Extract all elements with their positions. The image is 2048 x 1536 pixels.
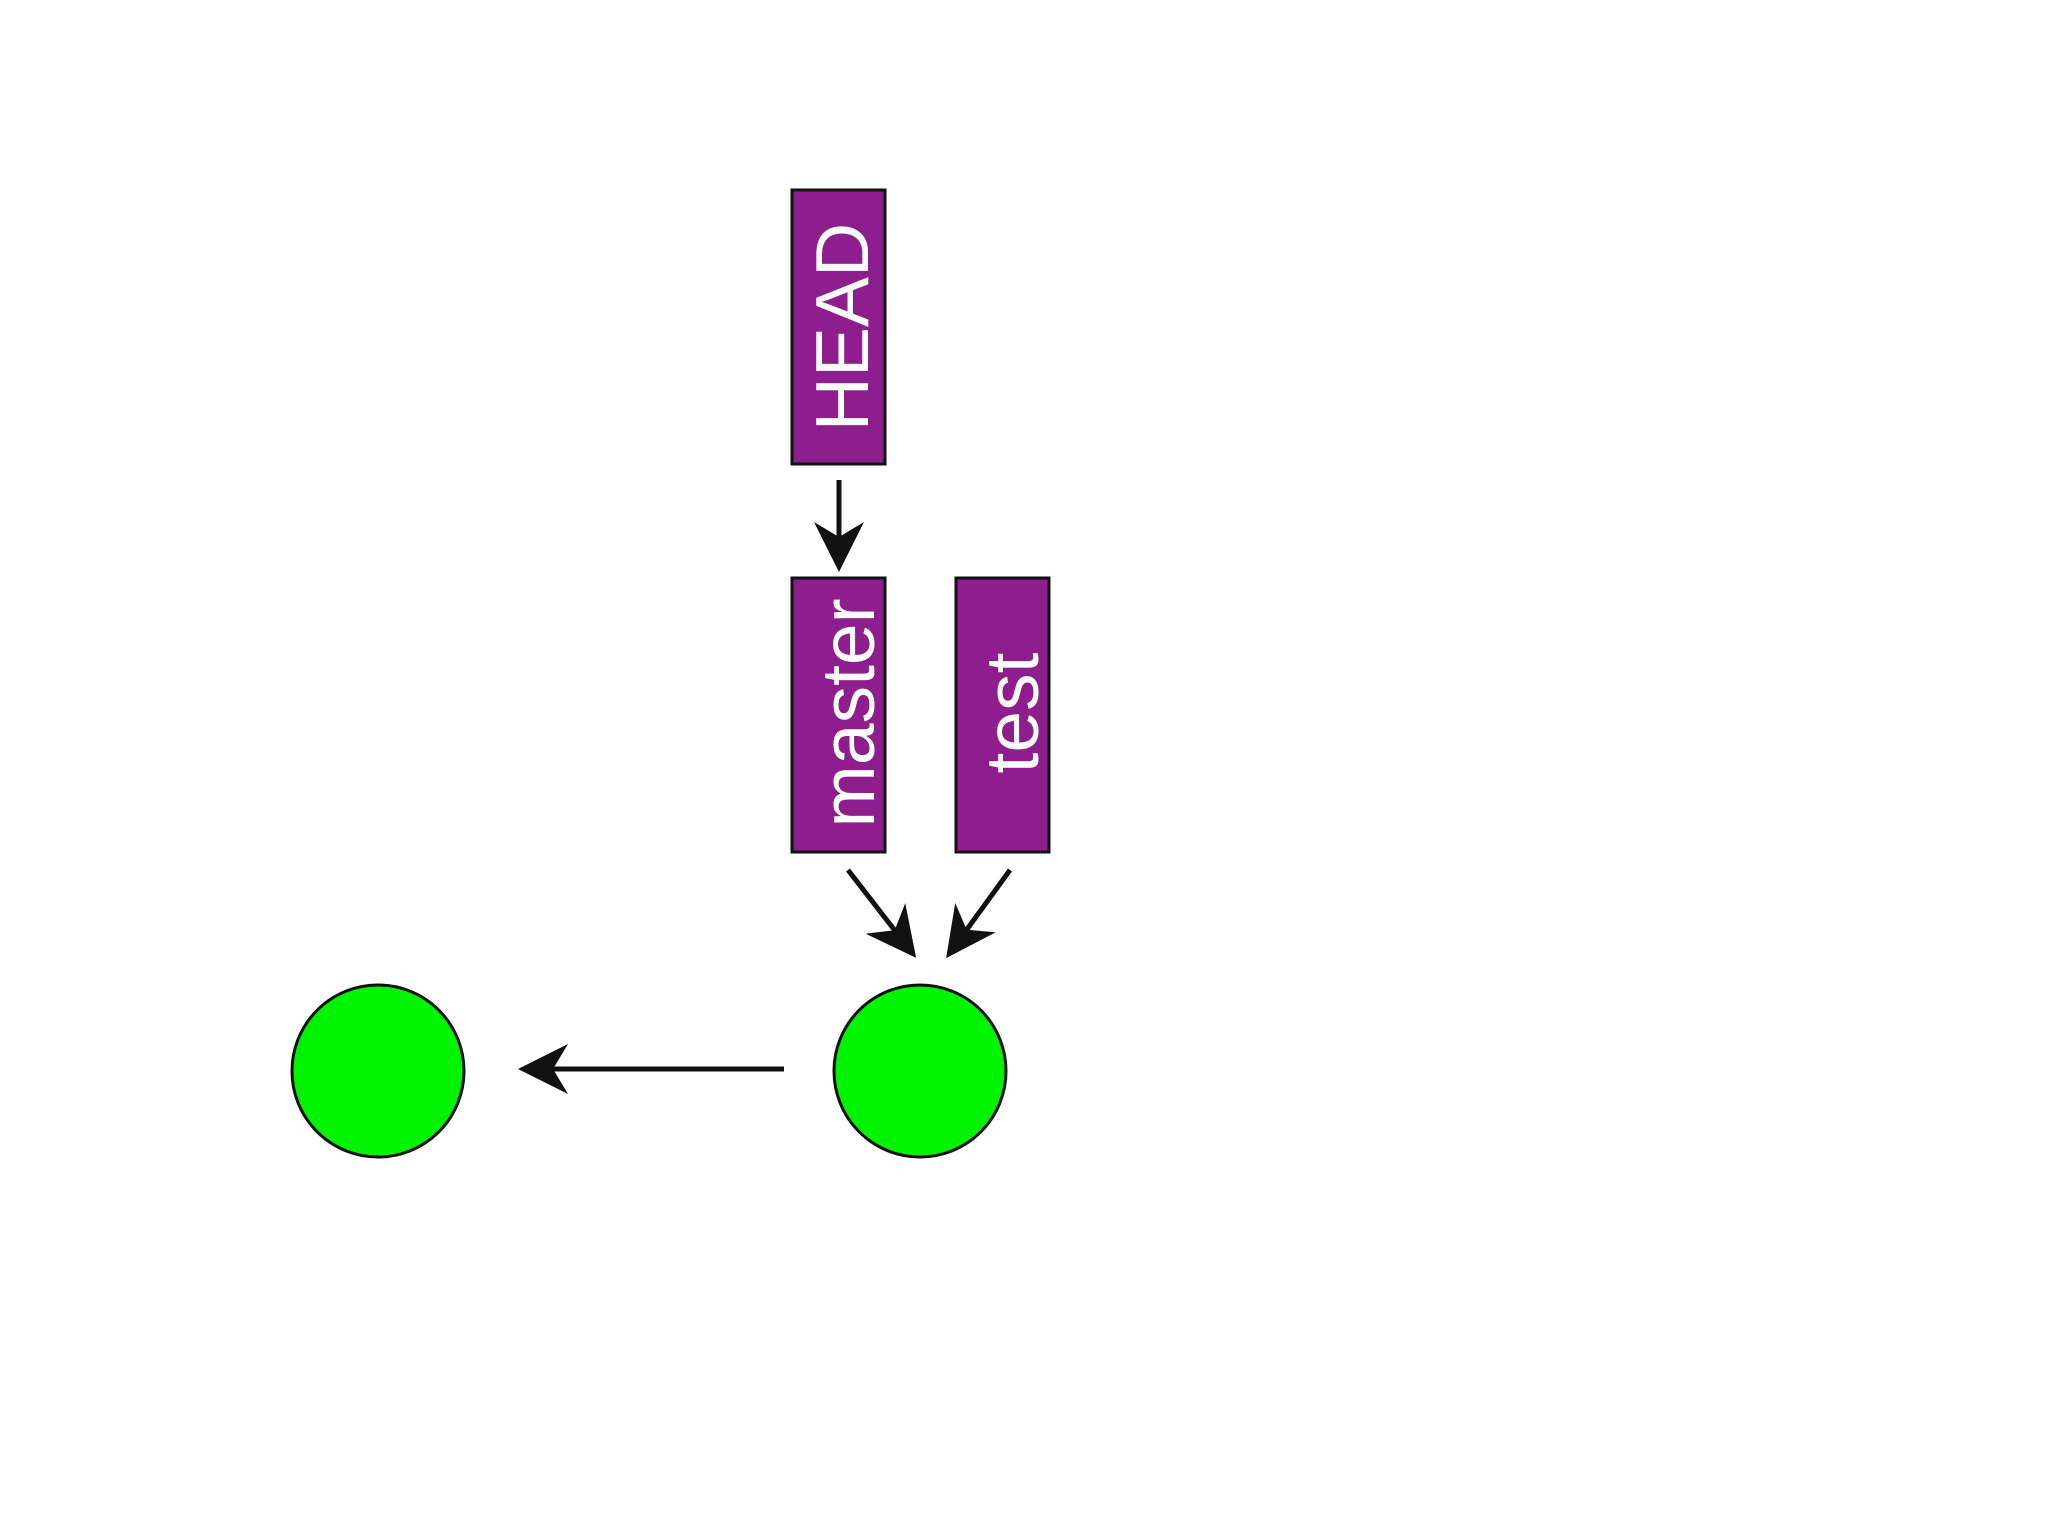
master-to-commit-arrow [846, 868, 917, 958]
head-ref-box [790, 188, 887, 466]
head-ref: HEAD [790, 188, 887, 466]
master-ref-box [790, 576, 887, 854]
master-ref: master [790, 576, 890, 854]
test-ref: test [954, 576, 1054, 854]
test-ref-label: test [970, 652, 1054, 773]
head-ref-label: HEAD [800, 223, 884, 431]
test-to-commit-arrow [946, 868, 1013, 959]
commit-older [290, 983, 466, 1159]
test-ref-box [954, 576, 1051, 854]
master-ref-label: master [806, 598, 890, 827]
commit-latest [832, 983, 1008, 1159]
